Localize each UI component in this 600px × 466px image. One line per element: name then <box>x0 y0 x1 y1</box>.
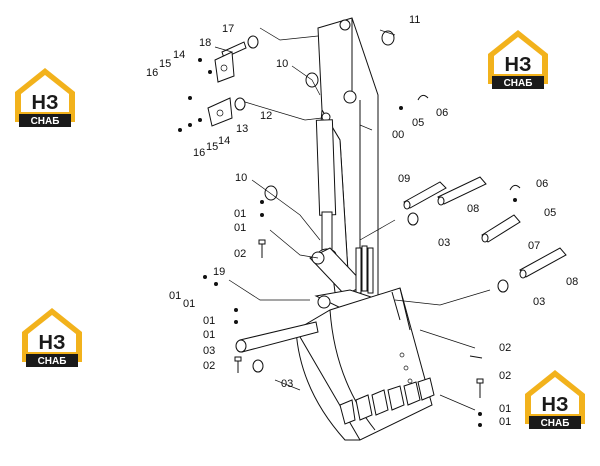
plate-13 <box>207 97 233 127</box>
logo-mark: НЗ <box>32 92 59 114</box>
callout-12: 12 <box>260 110 272 122</box>
brand-logo: НЗ СНАБ <box>525 370 585 429</box>
logo-mark: НЗ <box>39 332 66 354</box>
logo-mark: НЗ <box>505 54 532 76</box>
callout-00: 00 <box>392 129 404 141</box>
callout-08: 08 <box>566 276 578 288</box>
callout-01: 01 <box>499 403 511 415</box>
callout-05: 05 <box>412 117 424 129</box>
brand-logo: НЗ СНАБ <box>488 30 548 89</box>
callout-01: 01 <box>234 222 246 234</box>
washers <box>234 30 509 373</box>
bucket <box>295 287 435 441</box>
callout-13: 13 <box>236 123 248 135</box>
callout-15: 15 <box>206 141 218 153</box>
brand-logo: НЗ СНАБ <box>22 308 82 367</box>
pin-08-upper <box>437 176 487 206</box>
callout-01: 01 <box>203 315 215 327</box>
logo-mark: НЗ <box>542 394 569 416</box>
callout-16: 16 <box>146 67 158 79</box>
callout-14: 14 <box>218 135 230 147</box>
pin-09 <box>403 181 447 210</box>
callout-05: 05 <box>544 207 556 219</box>
callout-01: 01 <box>203 329 215 341</box>
clips-06 <box>399 94 521 202</box>
callout-14: 14 <box>173 49 185 61</box>
callout-09: 09 <box>398 173 410 185</box>
callout-03: 03 <box>533 296 545 308</box>
callout-08: 08 <box>467 203 479 215</box>
callout-15: 15 <box>159 58 171 70</box>
callout-17: 17 <box>222 23 234 35</box>
callout-06: 06 <box>436 107 448 119</box>
callout-19: 19 <box>213 266 225 278</box>
callout-11: 11 <box>409 14 420 26</box>
logo-caption: СНАБ <box>541 418 570 429</box>
callout-02: 02 <box>499 370 511 382</box>
callout-01: 01 <box>183 298 195 310</box>
pin-18 <box>214 41 247 83</box>
brand-logo: НЗ СНАБ <box>15 68 75 127</box>
callout-18: 18 <box>199 37 211 49</box>
callout-01: 01 <box>169 290 181 302</box>
logo-caption: СНАБ <box>38 356 67 367</box>
logo-caption: СНАБ <box>504 78 533 89</box>
small-fasteners <box>178 58 484 427</box>
callout-10: 10 <box>276 58 288 70</box>
pin-bottom <box>235 321 319 353</box>
callout-labels: 17 18 14 15 16 10 11 12 13 14 15 16 06 0… <box>146 14 578 428</box>
callout-02: 02 <box>234 248 246 260</box>
callout-03: 03 <box>203 345 215 357</box>
pin-07 <box>481 214 521 243</box>
callout-02: 02 <box>203 360 215 372</box>
callout-01: 01 <box>234 208 246 220</box>
callout-07: 07 <box>528 240 540 252</box>
leader-lines <box>214 27 491 411</box>
logo-caption: СНАБ <box>31 116 60 127</box>
pin-08-lower <box>519 247 567 279</box>
callout-16: 16 <box>193 147 205 159</box>
callout-01: 01 <box>499 416 511 428</box>
callout-06: 06 <box>536 178 548 190</box>
callout-03: 03 <box>281 378 293 390</box>
callout-02: 02 <box>499 342 511 354</box>
callout-10: 10 <box>235 172 247 184</box>
callout-03: 03 <box>438 237 450 249</box>
